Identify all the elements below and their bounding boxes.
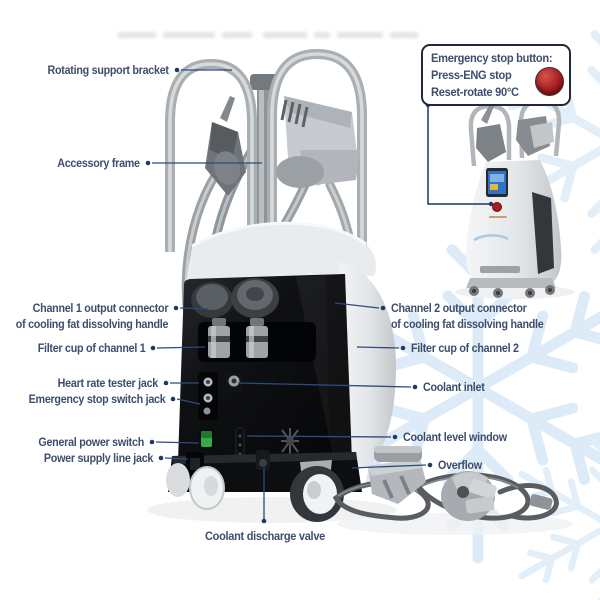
heart-rate-and-stop-jacks xyxy=(203,377,213,415)
small-machine-stop-button-icon xyxy=(492,202,502,212)
main-machine xyxy=(165,48,396,522)
applicator-2 xyxy=(441,471,497,521)
emergency-stop-callout: Emergency stop button: Press-ENG stop Re… xyxy=(421,44,571,106)
leader-general-power-switch xyxy=(155,441,200,444)
leader-channel2-output xyxy=(334,302,380,309)
label-channel2-line1: Channel 2 output connector xyxy=(391,301,527,315)
wheels xyxy=(166,460,344,522)
label-coolant-inlet: Coolant inlet xyxy=(423,380,485,394)
label-channel2-line2: of cooling fat dissolving handle xyxy=(391,317,544,331)
machine-body xyxy=(336,262,396,470)
leader-emergency-stop-jack xyxy=(176,398,201,405)
label-rotating-support-bracket: Rotating support bracket xyxy=(47,63,169,77)
label-channel1-line2: of cooling fat dissolving handle xyxy=(15,317,169,331)
label-coolant-discharge-valve: Coolant discharge valve xyxy=(205,529,325,543)
handle-channel-1 xyxy=(205,96,246,196)
label-overflow: Overflow xyxy=(438,458,482,472)
handheld-applicators xyxy=(332,446,559,521)
leader-channel1-output xyxy=(179,307,209,310)
label-heart-rate-tester-jack: Heart rate tester jack xyxy=(57,376,159,390)
cable-plug xyxy=(529,494,553,510)
general-power-switch-part xyxy=(198,428,215,450)
label-channel2-output-connector: Channel 2 output connector of cooling fa… xyxy=(391,300,544,332)
label-filter-cup-channel1: Filter cup of channel 1 xyxy=(37,341,145,355)
label-power-supply-line-jack: Power supply line jack xyxy=(43,451,153,465)
small-machine-screen xyxy=(486,168,508,197)
faint-watermark-text xyxy=(118,25,425,43)
rotating-support-brackets xyxy=(165,48,367,252)
label-channel1-output-connector: Channel 1 output connector of cooling fa… xyxy=(15,300,169,332)
callout-line2: Press-ENG stop xyxy=(431,68,512,82)
panel-logo-icon xyxy=(281,428,299,454)
label-accessory-frame: Accessory frame xyxy=(57,156,141,170)
coolant-discharge-valve-part xyxy=(256,450,270,470)
leader-overflow xyxy=(351,464,427,469)
leader-power-supply-jack xyxy=(164,457,189,460)
callout-line1: Emergency stop button: xyxy=(431,51,553,65)
emergency-stop-button-icon xyxy=(535,67,564,96)
label-filter-cup-channel2: Filter cup of channel 2 xyxy=(411,341,519,355)
leader-lines xyxy=(145,67,433,524)
leader-filter-cup-1 xyxy=(156,346,206,349)
leader-coolant-level-window xyxy=(246,435,392,438)
small-machine-casters xyxy=(469,285,555,298)
label-channel1-line1: Channel 1 output connector xyxy=(32,301,168,315)
leader-coolant-inlet xyxy=(237,382,412,388)
label-emergency-stop-switch-jack: Emergency stop switch jack xyxy=(28,392,165,406)
applicator-1 xyxy=(368,446,426,504)
label-general-power-switch: General power switch xyxy=(38,435,144,449)
filter-cups xyxy=(208,318,268,358)
small-machine-front-view xyxy=(455,98,575,299)
small-machine-side-panel xyxy=(532,192,554,274)
leader-dots xyxy=(145,67,433,524)
callout-line3: Reset-rotate 90°C xyxy=(431,85,519,99)
handle-channel-2 xyxy=(276,96,360,188)
coolant-inlet-port xyxy=(226,372,242,392)
label-coolant-level-window: Coolant level window xyxy=(403,430,507,444)
leader-filter-cup-2 xyxy=(356,346,400,349)
